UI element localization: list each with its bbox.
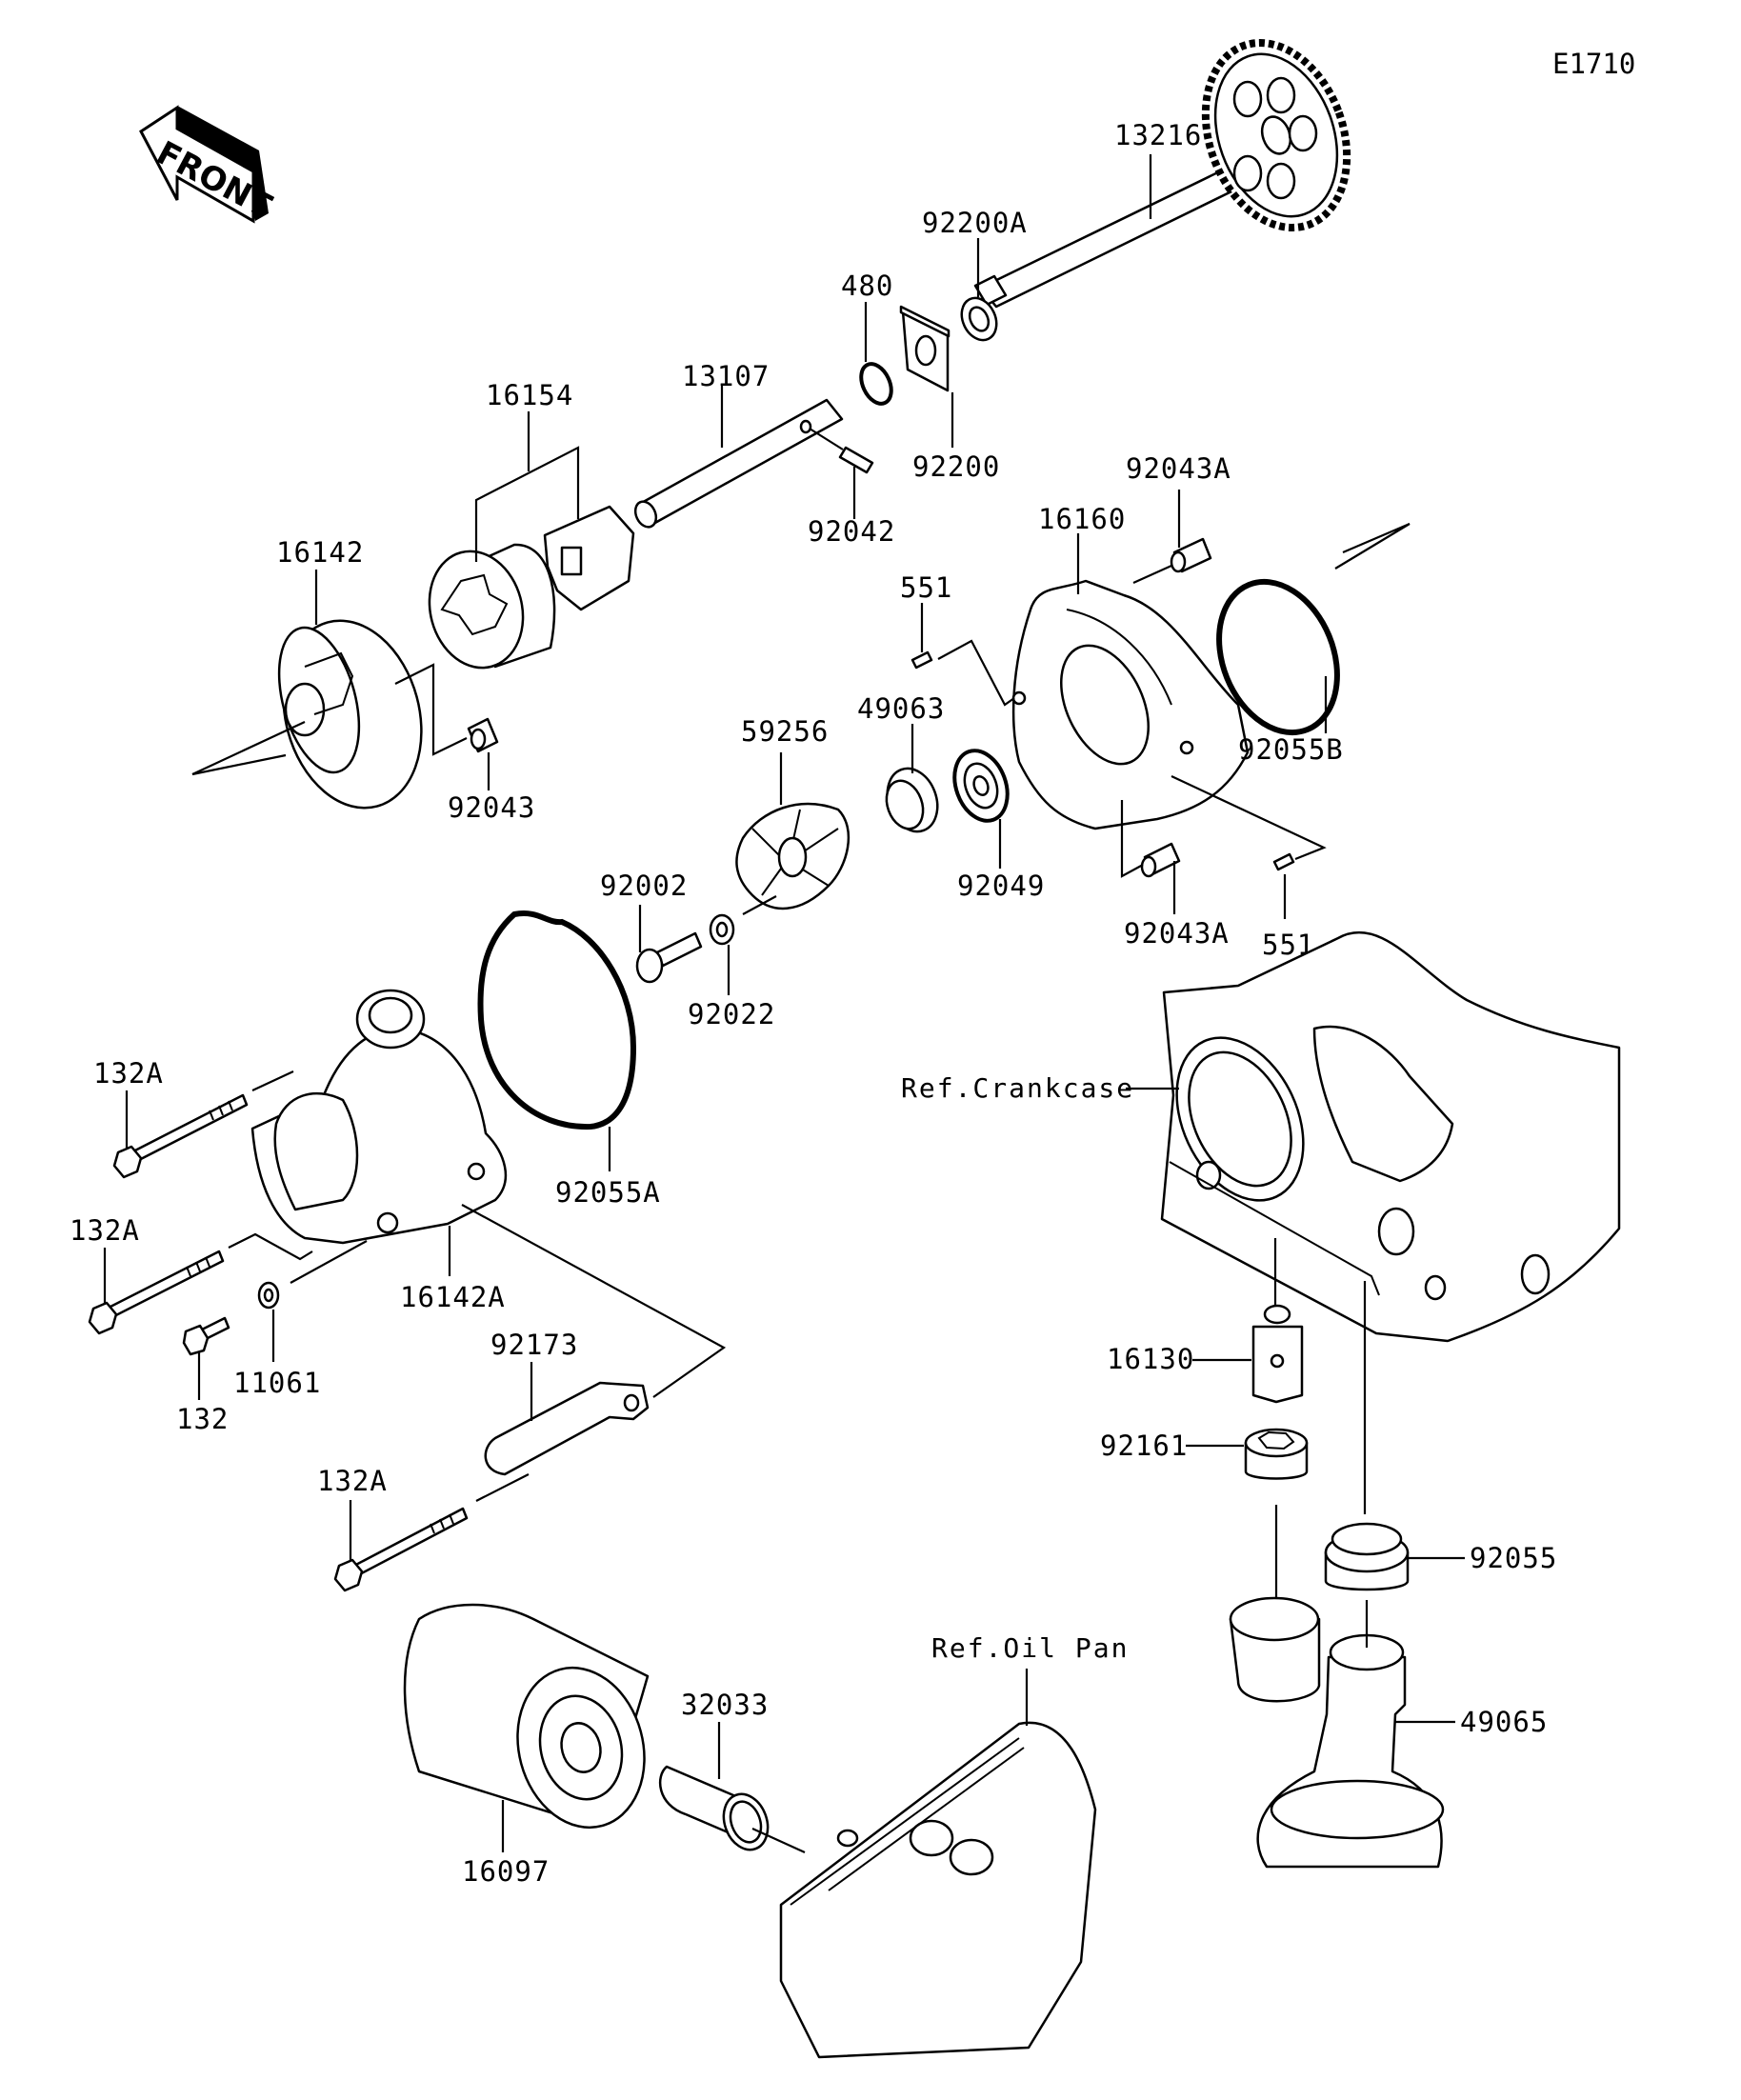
ref-oil-pan-label: Ref.Oil Pan [931,1632,1129,1664]
label-rotor-set[interactable]: 16154 [486,379,573,411]
part-oring-a[interactable] [477,910,637,1130]
part-pump-cover[interactable] [1011,579,1250,830]
part-dowel-top[interactable] [1170,537,1212,573]
label-impeller-bolt[interactable]: 92002 [600,870,688,902]
part-dowel-body[interactable] [467,717,499,753]
label-dowel-top[interactable]: 92043A [1126,452,1231,485]
label-washer-small[interactable]: 11061 [233,1367,321,1399]
label-bolt-upper[interactable]: 132A [93,1057,164,1090]
label-bolt-short[interactable]: 132 [176,1403,229,1435]
part-pump-body[interactable] [264,605,442,823]
diagram-code: E1710 [1552,48,1635,80]
part-pin-shaft[interactable] [838,446,874,474]
part-seal[interactable] [879,761,946,838]
part-pump-shaft[interactable] [631,398,844,530]
label-pin-upper[interactable]: 551 [900,571,952,604]
label-circlip[interactable]: 480 [841,270,893,302]
label-oring-b[interactable]: 92055B [1238,733,1344,766]
label-plate[interactable]: 92200 [912,450,1000,483]
label-oring-a[interactable]: 92055A [555,1176,661,1209]
part-rotor-set[interactable] [417,505,635,678]
label-pin-shaft[interactable]: 92042 [808,515,895,548]
label-pump-cover[interactable]: 16160 [1038,503,1126,535]
part-hex-plug[interactable] [1244,1428,1309,1480]
label-washer-a[interactable]: 92200A [922,207,1028,239]
part-gear-shaft[interactable] [973,23,1371,309]
part-circlip[interactable] [855,359,897,409]
part-bolt-middle[interactable] [88,1250,225,1335]
label-seal[interactable]: 49063 [857,692,945,725]
part-bolt-lower[interactable] [333,1507,469,1592]
part-crankcase [1160,930,1621,1343]
label-bolt-lower[interactable]: 132A [317,1465,388,1497]
part-impeller-washer[interactable] [709,913,735,946]
label-bolt-middle[interactable]: 132A [70,1214,140,1247]
label-dowel-body[interactable]: 92043 [448,791,535,824]
part-bolt-upper[interactable] [112,1093,249,1179]
label-hex-plug[interactable]: 92161 [1100,1430,1188,1462]
front-arrow-icon: FRONT [139,105,278,226]
part-fitting[interactable] [1251,1304,1304,1404]
label-pump-shaft[interactable]: 13107 [682,360,770,392]
part-dowel-bottom[interactable] [1140,842,1181,878]
part-pin-lower[interactable] [1272,852,1295,871]
part-plate[interactable] [899,305,951,392]
part-oil-filter[interactable] [403,1603,662,1842]
part-bearing-seal[interactable] [946,743,1017,828]
label-pump-body[interactable]: 16142 [276,536,364,569]
label-gear-shaft[interactable]: 13216 [1114,119,1202,151]
part-washer-a[interactable] [955,292,1003,346]
part-strainer[interactable] [1229,1596,1445,1869]
part-bolt-short[interactable] [182,1316,230,1356]
label-oil-filter[interactable]: 16097 [462,1855,550,1888]
part-impeller[interactable] [735,802,850,910]
label-bracket[interactable]: 92173 [490,1329,578,1361]
label-pipe[interactable]: 32033 [681,1689,769,1721]
part-pipe[interactable] [658,1765,775,1856]
label-dowel-bottom[interactable]: 92043A [1124,917,1230,950]
ref-crankcase-label: Ref.Crankcase [901,1072,1134,1104]
part-washer-small[interactable] [257,1281,280,1310]
part-oring-b[interactable] [1198,564,1359,750]
label-bearing-seal[interactable]: 92049 [957,870,1045,902]
part-bracket[interactable] [484,1381,650,1476]
label-water-cover[interactable]: 16142A [400,1281,506,1313]
part-oring-strainer[interactable] [1324,1522,1410,1591]
label-impeller-washer[interactable]: 92022 [688,998,775,1030]
label-impeller[interactable]: 59256 [741,715,829,748]
label-strainer[interactable]: 49065 [1460,1706,1548,1738]
label-oring-strainer[interactable]: 92055 [1470,1542,1557,1574]
label-fitting[interactable]: 16130 [1107,1343,1194,1375]
part-pin-upper[interactable] [911,650,933,670]
part-water-cover[interactable] [250,989,508,1245]
part-oil-pan [779,1721,1097,2059]
part-impeller-bolt[interactable] [635,931,703,984]
